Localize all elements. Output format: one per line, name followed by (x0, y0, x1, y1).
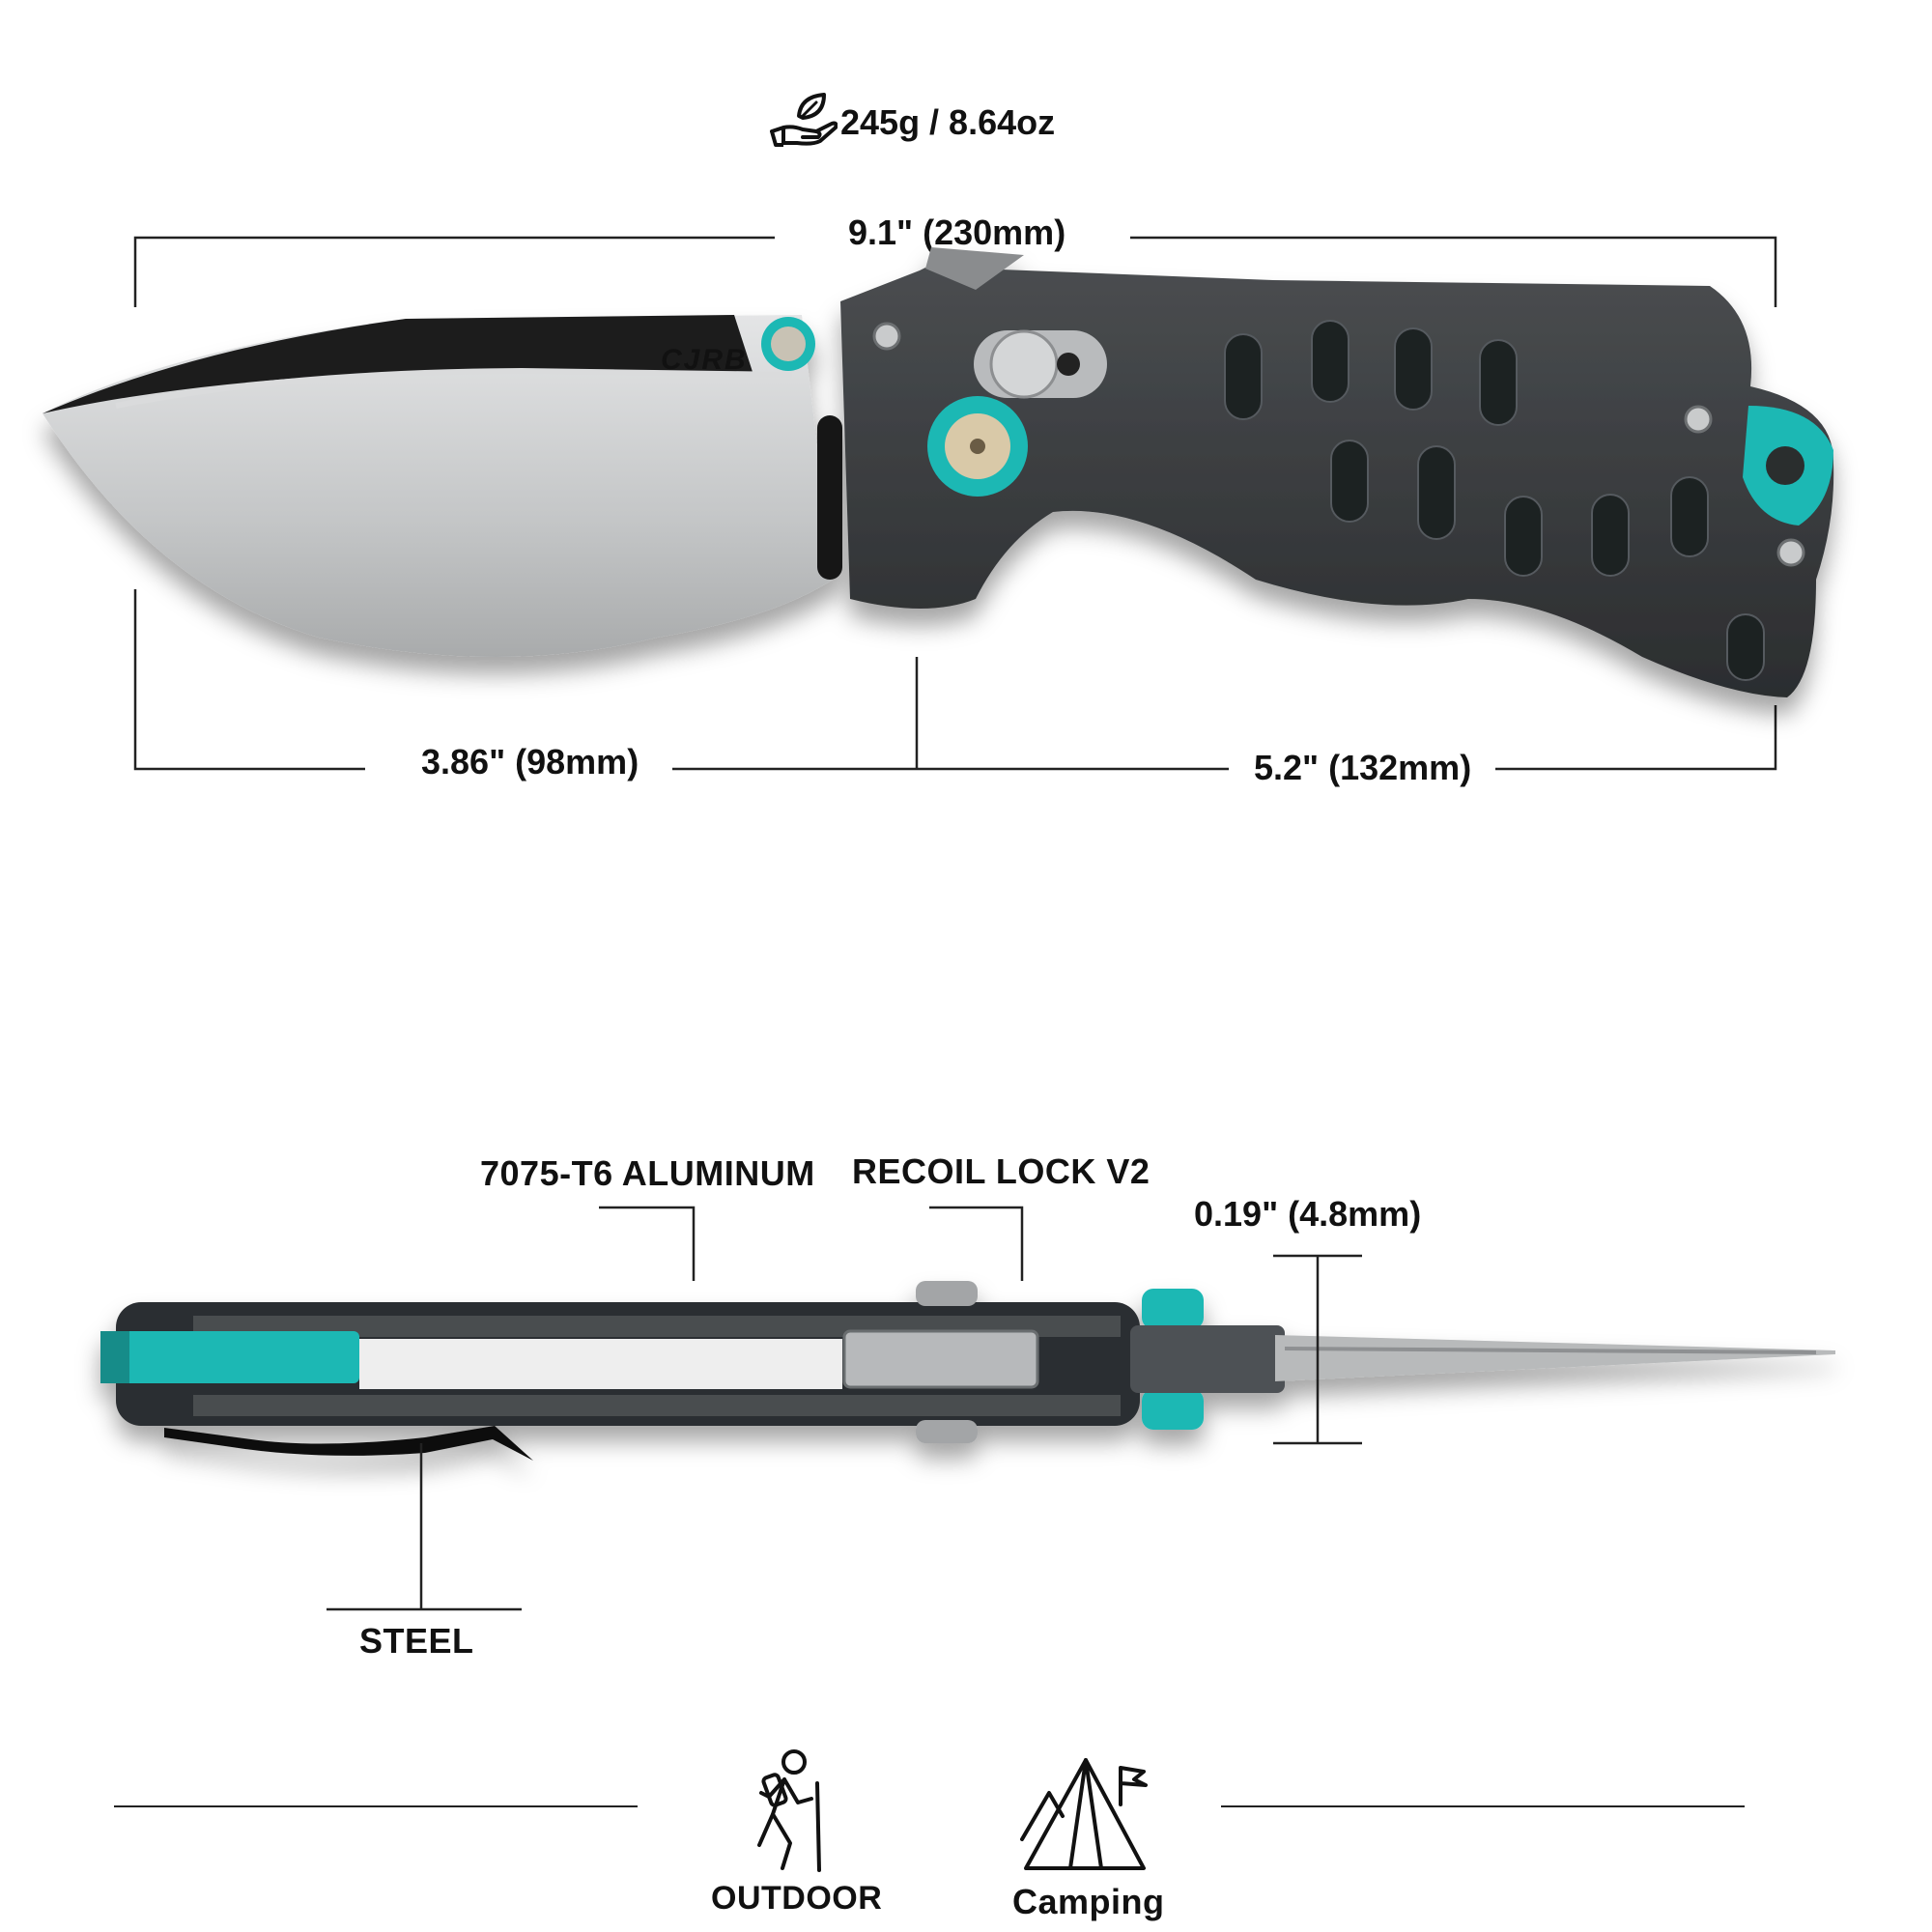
backspacer (100, 1331, 359, 1383)
hiker-icon (757, 1749, 821, 1872)
blade-length-label: 3.86" (98mm) (421, 742, 639, 781)
blade (43, 315, 833, 657)
pocket-clip (164, 1426, 533, 1461)
handle-length-label: 5.2" (132mm) (1254, 748, 1472, 787)
tent-flag-icon (1020, 1758, 1148, 1870)
overall-length-label: 9.1" (230mm) (848, 213, 1066, 252)
hand-leaf-icon (770, 93, 838, 147)
thickness-label: 0.19" (4.8mm) (1194, 1194, 1422, 1234)
use-label-camping: Camping (1012, 1882, 1165, 1921)
blade-top (1275, 1335, 1835, 1381)
lock-label: RECOIL LOCK V2 (852, 1151, 1151, 1191)
use-label-outdoor: OUTDOOR (711, 1880, 883, 1917)
weight-text: 245g / 8.64oz (840, 102, 1056, 142)
handle-material-label: 7075-T6 ALUMINUM (480, 1153, 815, 1193)
brand-logo: CJRB (661, 344, 748, 376)
pivot-collar-bottom (1142, 1389, 1204, 1430)
recoil-lock (842, 1329, 1039, 1389)
pivot-collar-top (1142, 1289, 1204, 1329)
clip-material-label: STEEL (359, 1621, 474, 1661)
blade-spine-bevel (43, 315, 753, 413)
